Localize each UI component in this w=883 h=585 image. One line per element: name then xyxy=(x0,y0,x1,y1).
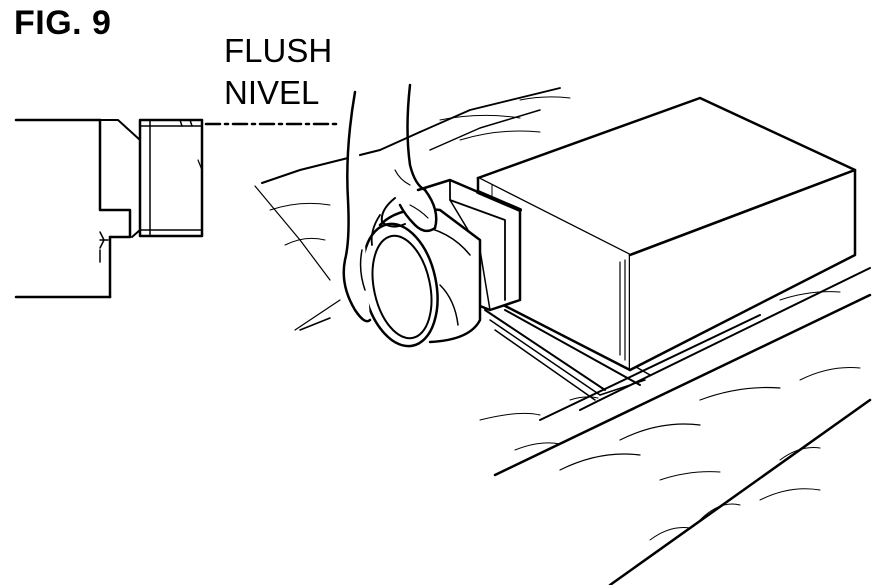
section-detail xyxy=(16,120,340,297)
round-collar xyxy=(352,209,480,353)
